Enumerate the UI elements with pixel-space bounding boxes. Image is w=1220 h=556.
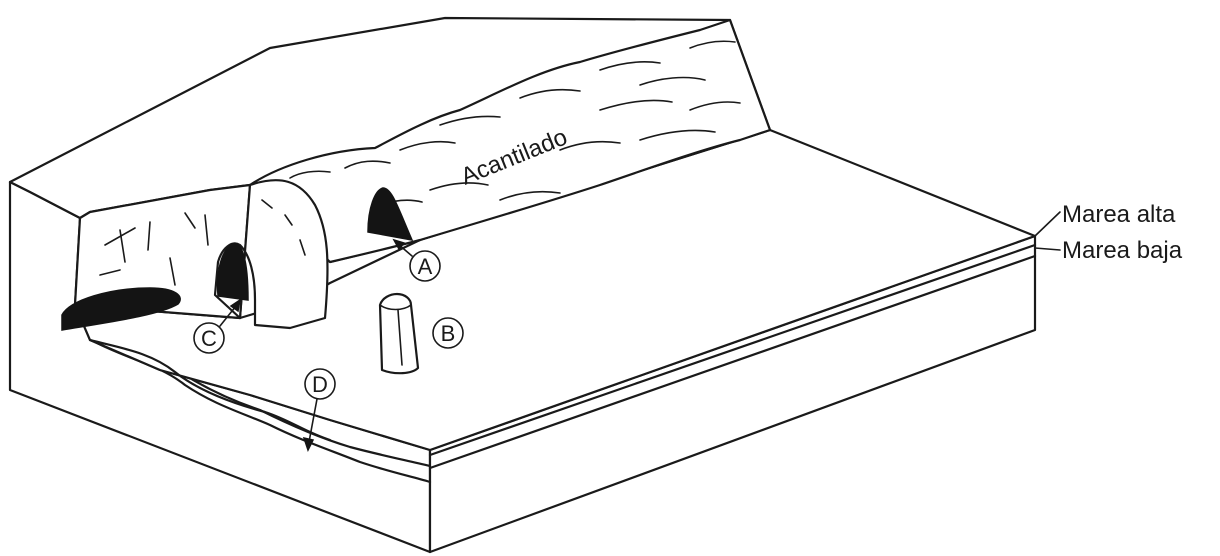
tide-labels: Marea alta Marea baja (1035, 201, 1183, 264)
marker-a-letter: A (418, 254, 433, 279)
low-tide-label: Marea baja (1062, 237, 1183, 264)
marker-b-letter: B (441, 321, 456, 346)
marker-b: B (433, 318, 463, 348)
high-tide-leader (1035, 212, 1060, 236)
low-tide-leader (1035, 248, 1060, 250)
marker-c-letter: C (201, 326, 217, 351)
marker-d-letter: D (312, 372, 328, 397)
high-tide-label: Marea alta (1062, 201, 1176, 228)
